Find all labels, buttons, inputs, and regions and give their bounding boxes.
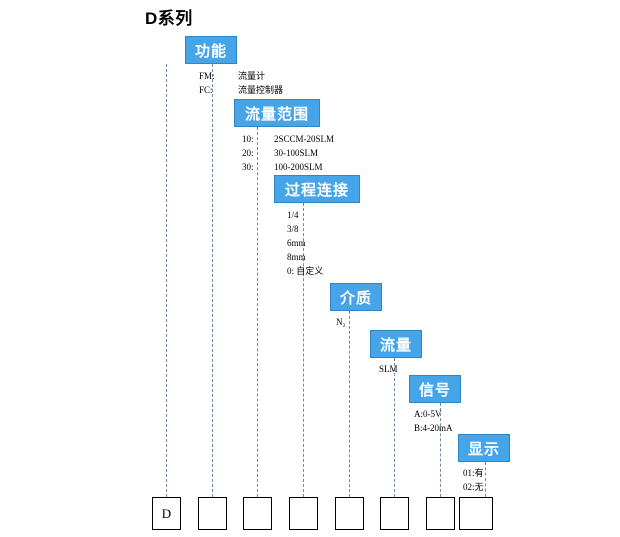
flowrange-options-code-1: 20:	[242, 148, 254, 158]
page-title: D系列	[145, 9, 193, 28]
box-series[interactable]: D	[152, 497, 181, 530]
box-display[interactable]	[459, 497, 493, 530]
flowrange-options-text-2: 100-200SLM	[274, 162, 323, 172]
flowrange-options-code-0: 10:	[242, 134, 254, 144]
connection-options-code-3: 8mm	[287, 252, 306, 262]
function-options-code-1: FC:	[199, 85, 213, 95]
node-function[interactable]: 功能	[185, 36, 237, 64]
display-options-code-0: 01:有	[463, 468, 484, 478]
box-connection[interactable]	[289, 497, 318, 530]
medium-options-code-0: N₂	[336, 317, 346, 327]
node-label-medium: 介质	[339, 289, 372, 307]
flow-options-code-0: SLM	[379, 364, 398, 374]
box-flow[interactable]	[380, 497, 409, 530]
flowrange-options-code-2: 30:	[242, 162, 254, 172]
function-options-code-0: FM:	[199, 71, 215, 81]
connector-flow	[349, 311, 350, 497]
connector-last	[485, 462, 486, 497]
node-medium[interactable]: 介质	[330, 283, 382, 311]
node-label-display: 显示	[467, 440, 500, 458]
node-flowrange[interactable]: 流量范围	[234, 99, 320, 127]
node-label-flow: 流量	[379, 336, 412, 354]
connection-options-code-2: 6mm	[287, 238, 306, 248]
connection-options-code-4: 0: 自定义	[287, 266, 324, 276]
connector-flowrange	[212, 64, 213, 497]
box-series-label: D	[161, 505, 172, 521]
box-function[interactable]	[198, 497, 227, 530]
function-options-text-0: 流量计	[238, 71, 266, 81]
flowrange-options-text-0: 2SCCM-20SLM	[274, 134, 335, 144]
signal-options-code-1: B:4-20mA	[414, 423, 453, 433]
connection-options-code-1: 3/8	[287, 224, 299, 234]
connector-function	[166, 64, 167, 497]
connector-display	[440, 403, 441, 497]
connection-options-code-0: 1/4	[287, 210, 299, 220]
node-signal[interactable]: 信号	[409, 375, 461, 403]
node-label-function: 功能	[194, 42, 227, 60]
connector-signal	[394, 358, 395, 497]
display-options-code-1: 02:无	[463, 482, 484, 492]
node-label-flowrange: 流量范围	[244, 105, 309, 123]
connector-medium	[303, 203, 304, 497]
node-connection[interactable]: 过程连接	[274, 175, 360, 203]
box-medium[interactable]	[335, 497, 364, 530]
node-display[interactable]: 显示	[458, 434, 510, 462]
box-flowrange[interactable]	[243, 497, 272, 530]
box-signal[interactable]	[426, 497, 455, 530]
node-flow[interactable]: 流量	[370, 330, 422, 358]
node-label-signal: 信号	[418, 381, 451, 399]
flowrange-options-text-1: 30-100SLM	[274, 148, 319, 158]
node-label-connection: 过程连接	[284, 181, 349, 199]
function-options-text-1: 流量控制器	[238, 85, 284, 95]
connector-connection	[257, 127, 258, 497]
signal-options-code-0: A:0-5V	[414, 409, 442, 419]
